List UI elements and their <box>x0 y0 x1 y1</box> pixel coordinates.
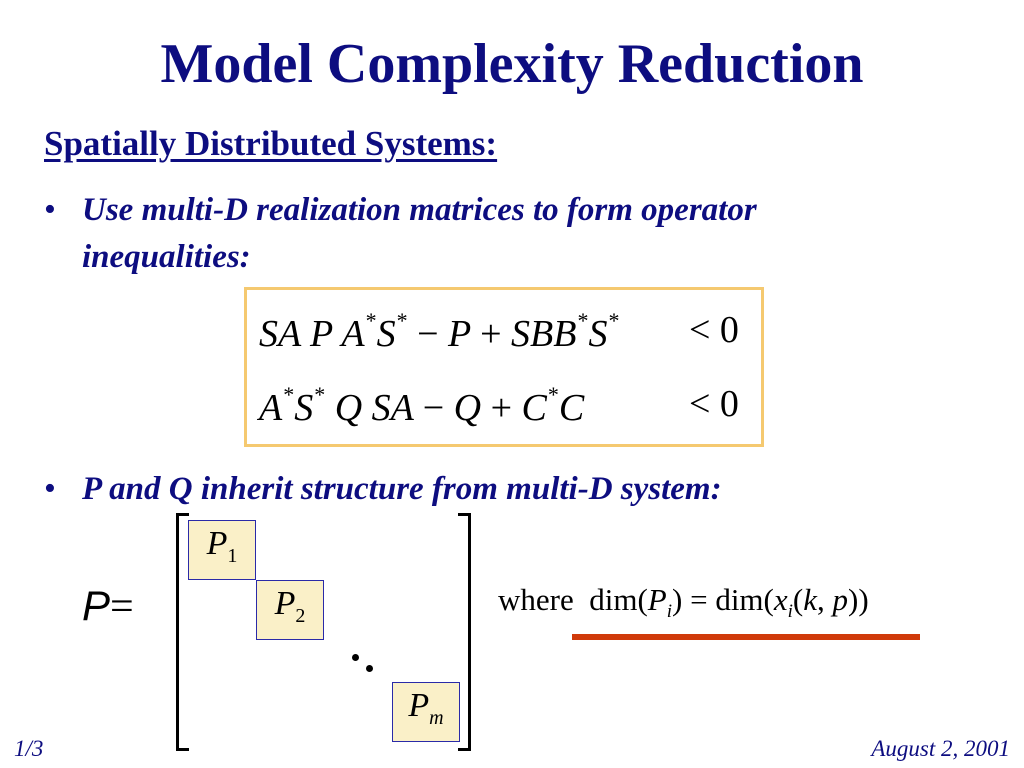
bullet-1-line-1: Use multi-D realization matrices to form… <box>82 192 757 228</box>
matrix-label: P= <box>82 582 134 630</box>
matrix-block-p1: P1 <box>188 520 256 580</box>
left-bracket <box>176 513 189 751</box>
equation-2: A*S* Q SA − Q + C*C < 0 <box>259 382 739 429</box>
equation-1: SA P A*S* − P + SBB*S* < 0 <box>259 308 739 355</box>
bullet-2-text: P and Q inherit structure from multi-D s… <box>82 471 722 507</box>
diagonal-dot <box>366 665 373 672</box>
matrix-block-pm: Pm <box>392 682 460 742</box>
footer-date: August 2, 2001 <box>871 736 1010 761</box>
matrix-block-p2: P2 <box>256 580 324 640</box>
equation-1-rhs: < 0 <box>689 309 739 351</box>
slide-title: Model Complexity Reduction <box>160 33 864 95</box>
section-heading: Spatially Distributed Systems: <box>44 124 498 163</box>
bullet-marker: • <box>44 470 56 507</box>
bullet-marker: • <box>44 191 56 228</box>
page-number: 1/3 <box>14 736 44 761</box>
emphasis-underline <box>572 634 920 640</box>
bullet-1-line-2: inequalities: <box>82 239 251 275</box>
where-clause: where dim(Pi) = dim(xi(k, p)) <box>498 582 869 623</box>
equation-2-rhs: < 0 <box>689 383 739 425</box>
right-bracket <box>458 513 471 751</box>
diagonal-dot <box>352 654 359 661</box>
bullet-1-text: Use multi-D realization matrices to form… <box>82 187 757 281</box>
equation-box: SA P A*S* − P + SBB*S* < 0 A*S* Q SA − Q… <box>244 287 764 447</box>
